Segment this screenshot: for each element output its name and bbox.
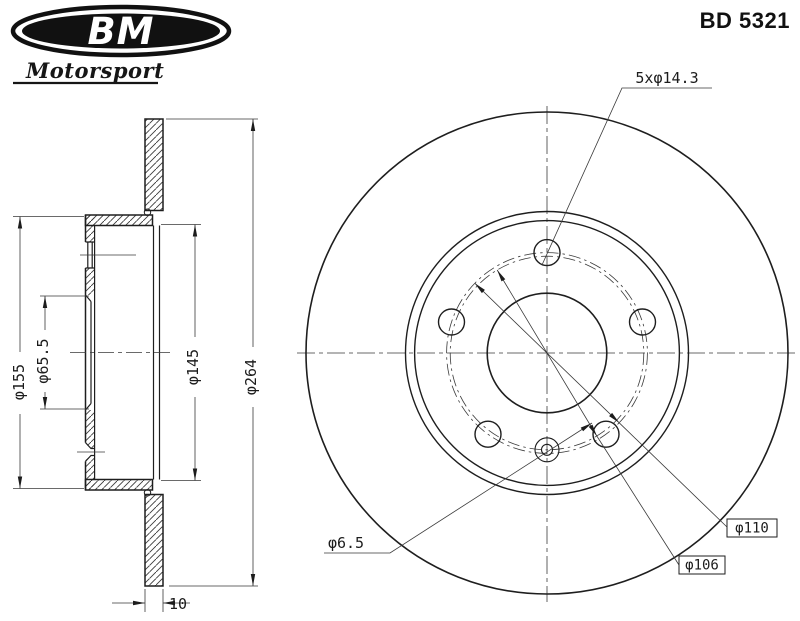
label-bolt-circle: φ110 (735, 521, 769, 537)
bm-logo-icon: BM Motorsport (10, 4, 232, 85)
bm-motorsport-logo: BM Motorsport (8, 4, 240, 98)
dim-outer-dia: φ264 (242, 359, 260, 395)
bolt-circle-centerlines (446, 252, 648, 454)
bolt-holes (437, 238, 657, 448)
label-set-screw: φ6.5 (328, 534, 364, 552)
part-number: BD 5321 (699, 8, 790, 33)
dim-hat-outer-dia: φ155 (10, 364, 28, 400)
dim-center-bore: φ65.5 (34, 338, 52, 383)
set-screw-hole (534, 437, 560, 463)
label-screw-circle: φ106 (685, 558, 719, 574)
logo-text: BM (87, 10, 154, 53)
dimension-arrows (17, 119, 256, 606)
logo-subtext: Motorsport (25, 58, 164, 83)
section-view: φ155 φ65.5 φ145 φ264 10 (8, 118, 260, 613)
label-bolt-holes: 5xφ14.3 (635, 69, 698, 87)
dim-thickness: 10 (169, 595, 187, 613)
front-view: 5xφ14.3 φ6.5 φ110 φ106 (297, 69, 798, 602)
dim-inner-step: φ145 (184, 349, 202, 385)
